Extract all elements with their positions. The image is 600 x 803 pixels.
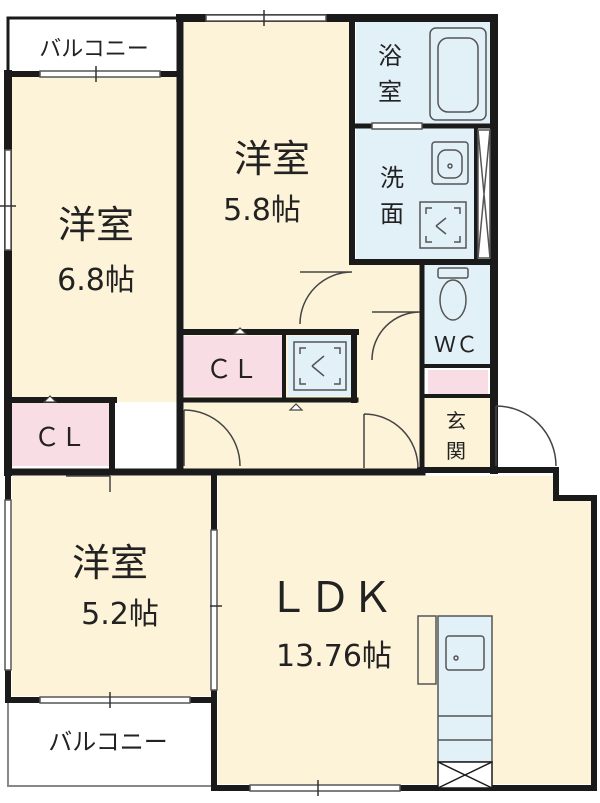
room-fills — [12, 22, 592, 784]
entrance-label-2: 関 — [446, 439, 466, 463]
closet-left-area — [12, 402, 110, 466]
ldk-size: 13.76帖 — [276, 639, 392, 674]
door-center-room — [299, 271, 353, 325]
washing-machine-pan-icon-2 — [293, 341, 347, 391]
shoe-closet-area — [428, 370, 488, 394]
door-washroom — [371, 311, 421, 361]
openings — [4, 14, 423, 792]
washing-machine-pan-icon — [419, 201, 467, 249]
kitchen-counter-icon — [417, 615, 493, 763]
entrance-label-1: 玄 — [446, 409, 466, 433]
balcony-bottom-label: バルコニー — [48, 728, 168, 756]
door-markers — [42, 327, 304, 411]
window-top-center — [205, 14, 327, 22]
storage-shelf-icon — [477, 129, 491, 259]
balcony-bottom-area — [12, 702, 212, 784]
laundry-area — [288, 336, 352, 396]
door-entrance — [495, 405, 557, 467]
bathtub-icon — [429, 27, 487, 121]
room-center-name: 洋室 — [234, 137, 310, 181]
window-lower-left — [4, 499, 12, 671]
door-balcony-top — [39, 70, 161, 78]
balcony-top-label: バルコニー — [39, 37, 149, 62]
door-swings — [66, 271, 557, 492]
entrance-area — [424, 398, 490, 470]
sliding-door-ldk — [210, 529, 218, 691]
washroom-label-2: 面 — [380, 200, 404, 228]
refrigerator-space-icon — [437, 761, 493, 789]
closet-left-label: ＣＬ — [34, 423, 86, 453]
room-left-area — [12, 76, 178, 402]
door-wash-bath — [371, 122, 423, 130]
washroom-label-1: 洗 — [380, 164, 404, 192]
bath-label-2: 室 — [378, 78, 402, 106]
opening-ticks — [0, 10, 319, 796]
washroom-area — [356, 128, 474, 260]
room-lower-left-area — [12, 476, 212, 696]
balcony-top-area — [12, 22, 178, 72]
window-left-room — [4, 149, 12, 251]
toilet-icon — [437, 267, 469, 321]
door-left-room — [183, 409, 241, 467]
room-lower-left-size: 5.2帖 — [81, 597, 159, 632]
room-center-size: 5.8帖 — [223, 193, 301, 228]
door-hall-ldk — [363, 413, 419, 469]
bath-label-1: 浴 — [378, 42, 402, 70]
closet-center-area — [184, 336, 282, 396]
room-left-size: 6.8帖 — [57, 263, 135, 298]
door-balcony-bottom — [39, 696, 191, 704]
bath-area — [356, 22, 490, 124]
washbasin-icon — [431, 141, 469, 185]
ldk-area — [218, 476, 592, 784]
window-ldk-bottom — [249, 784, 401, 792]
wc-label: ＷＣ — [434, 333, 478, 358]
ldk-name: ＬＤＫ — [267, 573, 393, 622]
room-lower-left-name: 洋室 — [72, 541, 148, 585]
closet-center-label: ＣＬ — [206, 355, 258, 385]
room-left-name: 洋室 — [58, 203, 134, 247]
kitchen-sink-icon — [445, 635, 485, 671]
door-lower-left-room — [66, 475, 111, 492]
